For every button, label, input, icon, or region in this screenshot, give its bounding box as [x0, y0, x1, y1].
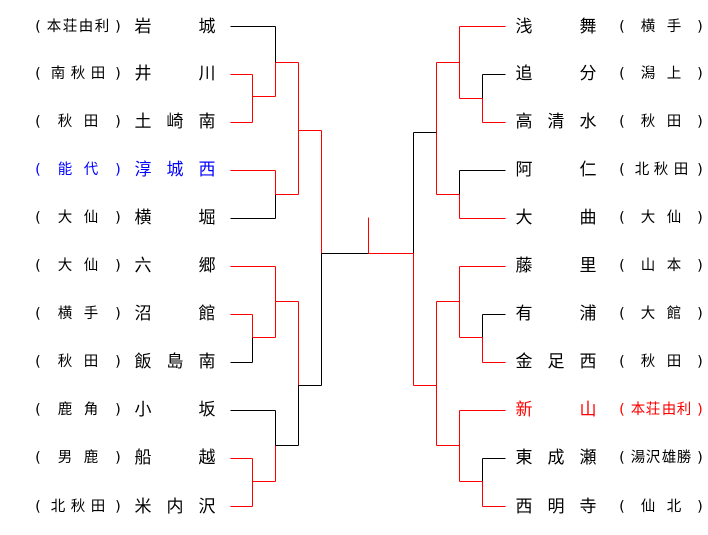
left-team-entry: (鹿角)小 坂 — [35, 400, 216, 420]
right-team-entry: (秋田)金足西 — [515, 352, 703, 372]
left-team-entry: (横手)沼 館 — [35, 304, 216, 324]
left-team-entry: (男鹿)船 越 — [35, 448, 216, 468]
left-team-entry: (北秋田)米内沢 — [35, 497, 216, 517]
right-team-entry: (本荘由利)新 山 — [515, 400, 703, 420]
right-team-entry: (大館)有 浦 — [515, 304, 703, 324]
right-team-entry: (秋田)高清水 — [515, 112, 703, 132]
left-team-entry: (秋田)飯島南 — [35, 352, 216, 372]
right-team-entry: (大仙)大 曲 — [515, 208, 703, 228]
left-team-entry: (大仙)横 堀 — [35, 208, 216, 228]
right-team-entry: (横手)浅 舞 — [515, 17, 703, 37]
right-team-entry: (北秋田)阿 仁 — [515, 160, 703, 180]
right-team-entry: (湯沢雄勝)東成瀬 — [515, 448, 703, 468]
left-team-entry: (大仙)六 郷 — [35, 256, 216, 276]
right-team-entry: (仙北)西明寺 — [515, 497, 703, 517]
left-team-entry: (能代)淳城西 — [35, 160, 216, 180]
left-team-entry: (本荘由利)岩 城 — [35, 17, 216, 37]
left-team-entry: (南秋田)井 川 — [35, 64, 216, 84]
right-team-entry: (潟上)追 分 — [515, 64, 703, 84]
left-team-entry: (秋田)土崎南 — [35, 112, 216, 132]
right-team-entry: (山本)藤 里 — [515, 256, 703, 276]
